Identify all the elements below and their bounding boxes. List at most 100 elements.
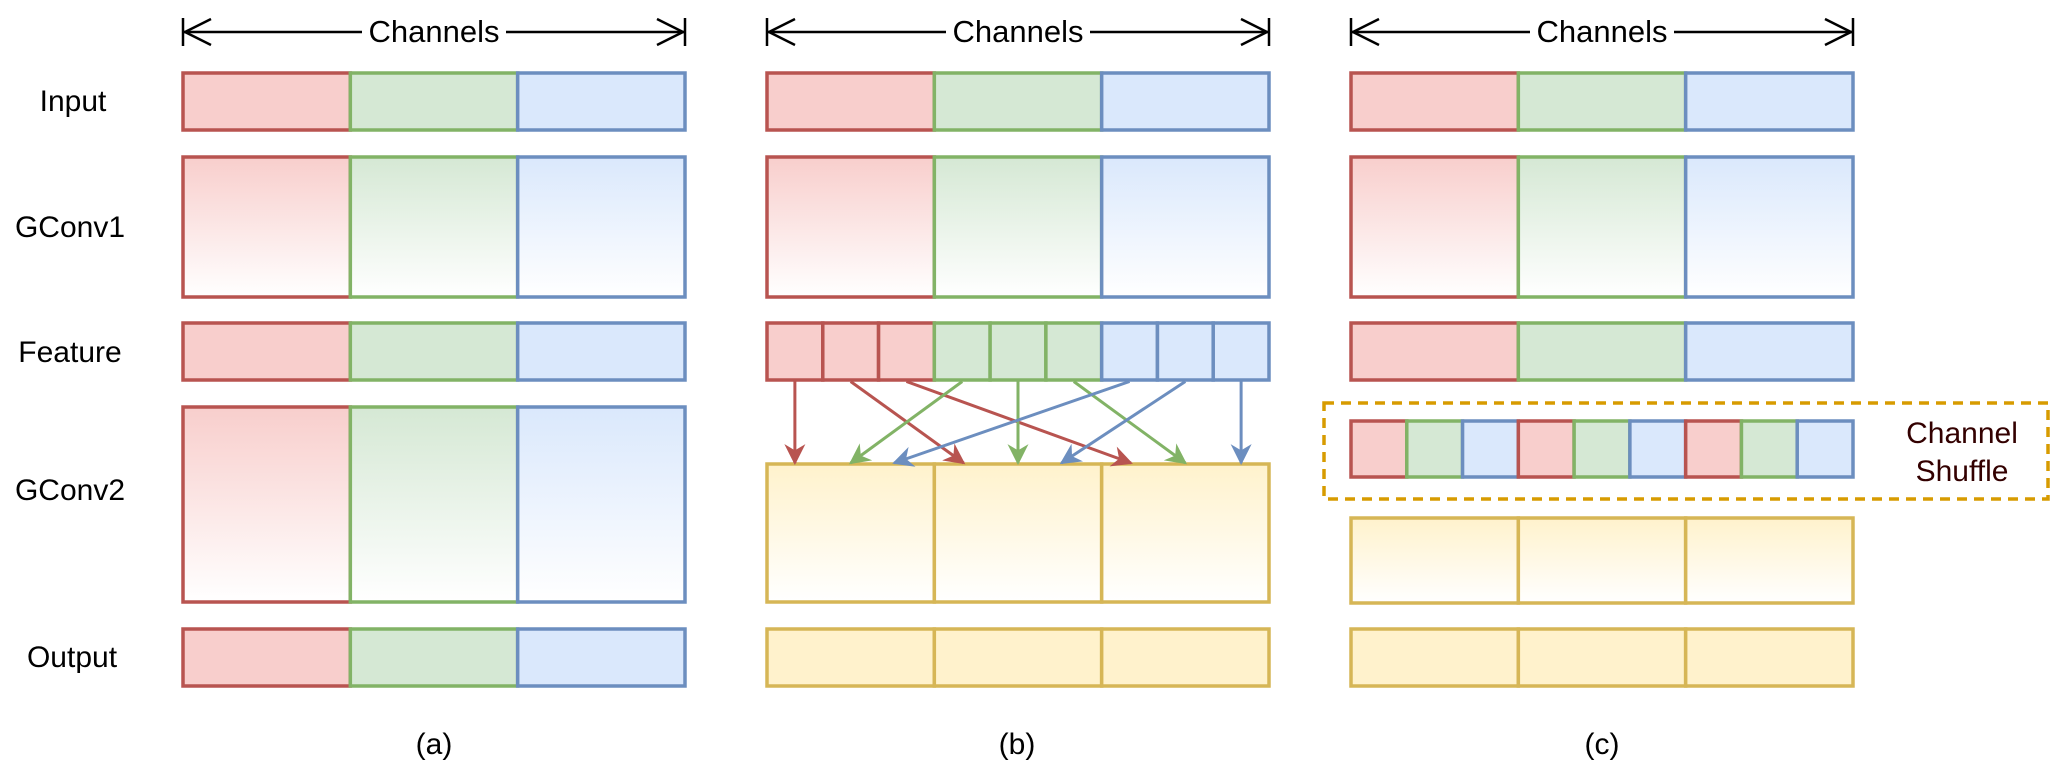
output-cell-1-yellow	[1349, 627, 1521, 688]
feature-cell-3-red	[876, 321, 937, 382]
gconv1-cell-2-green	[348, 155, 520, 299]
input-cell-2-green	[348, 71, 520, 132]
gconv1-cell-3-blue	[515, 155, 687, 299]
channel-axis-a: Channels	[181, 14, 687, 49]
feature-cell-9-blue	[1211, 321, 1271, 382]
axis-label-backdrop	[946, 14, 1090, 48]
gconv2-block	[1349, 516, 1855, 605]
connection-arrow-blue-1-to-group-1	[892, 380, 1131, 467]
arrow-left-icon	[1350, 17, 1380, 47]
gconv2-cell-3-yellow	[1099, 462, 1271, 604]
gconv1-cell-3-blue	[1683, 155, 1855, 299]
panel-caption-c: (c)	[1585, 728, 1620, 761]
connection-arrow-blue-2-to-group-2	[1059, 380, 1187, 465]
feature-cell-6-green	[1044, 321, 1104, 382]
shuffle-cell-3-blue	[1460, 419, 1521, 479]
gconv2-cell-2-yellow	[1516, 516, 1688, 605]
gconv1-block	[1349, 155, 1855, 299]
output-block	[1349, 627, 1855, 688]
connection-arrow-green-1-to-group-1	[848, 380, 964, 465]
arrow-right-icon	[1240, 17, 1270, 47]
panel-caption-a: (a)	[416, 728, 453, 761]
output-cell-3-blue	[515, 627, 687, 688]
double-arrow-icon	[181, 14, 687, 48]
panel-captions: (a) (b) (c)	[416, 728, 1620, 761]
channel-shuffle-label-line1: Channel	[1906, 417, 2018, 450]
gconv1-cell-2-green	[1516, 155, 1688, 299]
input-block	[765, 71, 1271, 132]
input-cell-3-blue	[1683, 71, 1855, 132]
gconv2-cell-1-red	[181, 405, 353, 604]
output-cell-2-green	[348, 627, 520, 688]
shuffle-cell-7-red	[1683, 419, 1744, 479]
input-cell-3-blue	[515, 71, 687, 132]
gconv2-cell-3-yellow	[1683, 516, 1855, 605]
output-cell-2-yellow	[1516, 627, 1688, 688]
arrow-left-icon	[182, 17, 212, 47]
input-cell-2-green	[1516, 71, 1688, 132]
channel-axis-label: Channels	[369, 14, 500, 49]
gconv2-cell-2-green	[348, 405, 520, 604]
feature-cell-8-blue	[1155, 321, 1215, 382]
axis-label-backdrop	[1530, 14, 1674, 48]
feature-block	[181, 321, 687, 382]
double-arrow-icon	[765, 14, 1271, 48]
channel-axes: Channels Channels Channels	[181, 14, 1855, 49]
feature-cell-7-blue	[1099, 321, 1160, 382]
row-label-gconv1: GConv1	[15, 211, 125, 244]
gconv2-block	[765, 462, 1271, 604]
gconv1-block	[765, 155, 1271, 299]
feature-cell-1-red	[765, 321, 825, 382]
input-cell-2-green	[932, 71, 1104, 132]
feature-block	[765, 321, 1271, 382]
input-cell-1-red	[765, 71, 937, 132]
gconv1-cell-1-red	[765, 155, 937, 299]
feature-cell-1-red	[1349, 321, 1521, 382]
channel-axis-label: Channels	[1537, 14, 1668, 49]
gconv1-cell-1-red	[181, 155, 353, 299]
gconv1-cell-1-red	[1349, 155, 1521, 299]
group-connections	[784, 380, 1252, 467]
shuffle-cell-9-blue	[1795, 419, 1855, 479]
gconv2-cell-2-yellow	[932, 462, 1104, 604]
row-label-gconv2: GConv2	[15, 474, 125, 507]
channel-axis-b: Channels	[765, 14, 1271, 49]
output-cell-3-yellow	[1099, 627, 1271, 688]
feature-cell-1-red	[181, 321, 353, 382]
feature-cell-3-blue	[1683, 321, 1855, 382]
feature-cell-5-green	[988, 321, 1048, 382]
feature-cell-4-green	[932, 321, 992, 382]
input-block	[181, 71, 687, 132]
shuffle-cell-1-red	[1349, 419, 1409, 479]
shuffle-cell-4-red	[1516, 419, 1576, 479]
panel-b	[765, 71, 1271, 688]
input-cell-3-blue	[1099, 71, 1271, 132]
axis-label-backdrop	[362, 14, 506, 48]
feature-cell-3-blue	[515, 321, 687, 382]
double-arrow-icon	[1349, 14, 1855, 48]
panel-a	[181, 71, 687, 688]
gconv1-block	[181, 155, 687, 299]
channel-axis-label: Channels	[953, 14, 1084, 49]
shuffle-cell-8-green	[1739, 419, 1799, 479]
input-cell-1-red	[1349, 71, 1521, 132]
gconv2-cell-3-blue	[515, 405, 687, 604]
feature-cell-2-green	[1516, 321, 1688, 382]
output-block	[181, 627, 687, 688]
output-cell-1-yellow	[765, 627, 937, 688]
channel-axis-c: Channels	[1349, 14, 1855, 49]
row-label-output: Output	[27, 641, 118, 674]
gconv2-cell-1-yellow	[1349, 516, 1521, 605]
channel-shuffle-annotation: Channel Shuffle	[1322, 401, 2050, 501]
input-block	[1349, 71, 1855, 132]
output-cell-3-yellow	[1683, 627, 1855, 688]
shuffle-cell-6-blue	[1628, 419, 1688, 479]
gconv2-cell-1-yellow	[765, 462, 937, 604]
row-label-input: Input	[40, 85, 107, 118]
arrow-right-icon	[656, 17, 686, 47]
channel-shuffle-dashed-box	[1322, 401, 2050, 501]
panel-caption-b: (b)	[999, 728, 1036, 761]
shuffle-cell-5-green	[1572, 419, 1632, 479]
feature-cell-2-green	[348, 321, 520, 382]
gconv1-cell-2-green	[932, 155, 1104, 299]
